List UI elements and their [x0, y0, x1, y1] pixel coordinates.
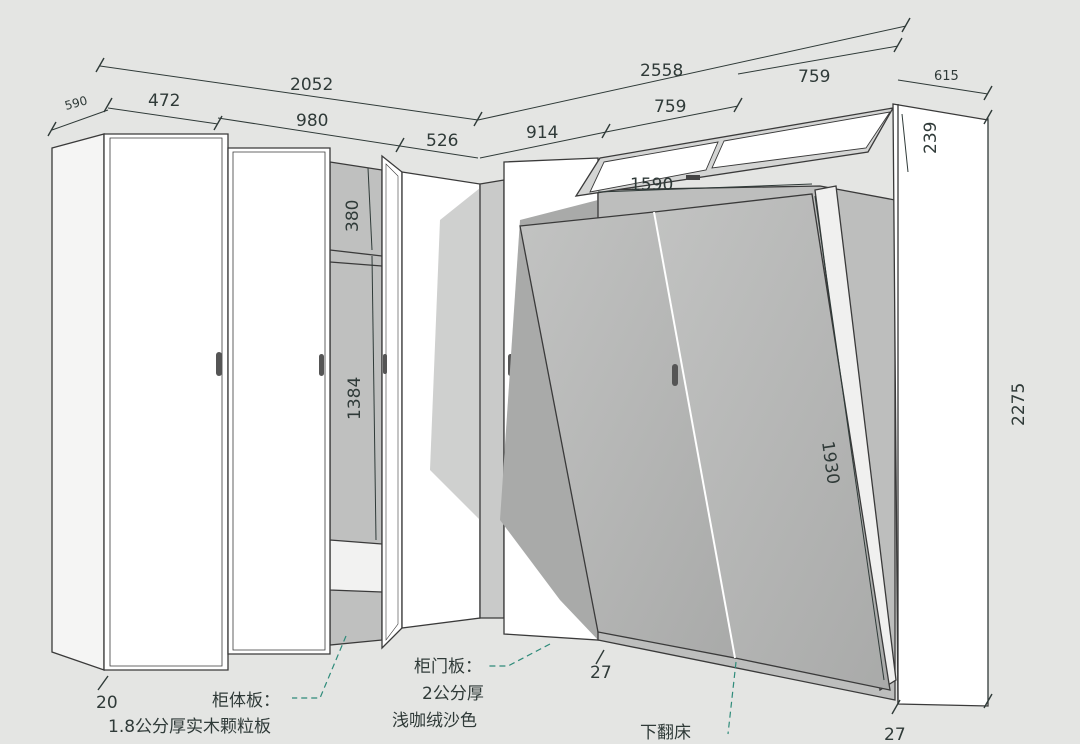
dim-shelf-380: 380: [343, 200, 363, 232]
dim-top-box: 239: [921, 122, 941, 154]
top-flip-box-left: [589, 141, 719, 193]
dim-right-left: 914: [526, 123, 558, 143]
door-title: 柜门板：: [414, 657, 482, 677]
dim-panel-20: 20: [96, 693, 118, 713]
folding-bed-label: 下翻床: [640, 723, 691, 740]
left-cabinet-side: [51, 133, 105, 671]
dim-left-total: 2052: [290, 75, 333, 95]
left-door-2-inner: [232, 151, 326, 651]
dim-bottom-27: 27: [884, 725, 906, 740]
corner-shadow: [430, 188, 480, 520]
dim-upper-759-a: 759: [654, 97, 686, 117]
right-cabinet-left-panel: [479, 179, 505, 619]
door-handle: [216, 352, 222, 376]
left-drawer: [329, 539, 383, 593]
dim-panel-27: 27: [590, 663, 612, 683]
annotation-leaders: [292, 635, 737, 735]
dim-corner: 526: [426, 131, 458, 151]
dim-upper-759-b: 759: [798, 67, 830, 87]
flip-handle: [686, 175, 700, 180]
cabinet-body-spec: 1.8公分厚实木颗粒板: [108, 717, 271, 737]
left-cabinet: [51, 133, 481, 671]
right-cabinet-end-panel: [892, 103, 989, 707]
left-door-1-inner: [109, 137, 223, 667]
shelf-line: [329, 249, 383, 257]
right-cabinet: [479, 103, 989, 707]
dim-right-depth: 615: [934, 69, 959, 84]
bed-handle: [672, 364, 678, 386]
dim-left-depth: 590: [63, 93, 89, 112]
door-handle: [319, 354, 324, 376]
dim-height-total: 2275: [1009, 383, 1029, 426]
shelf-line: [329, 261, 383, 267]
door-thickness: 2公分厚: [422, 684, 484, 704]
dimension-lines: [47, 17, 993, 715]
dim-bed-width: 1590: [630, 175, 673, 195]
dim-right-total: 2558: [640, 61, 683, 81]
bed-seam: [653, 211, 736, 659]
cabinet-body-title: 柜体板：: [212, 691, 280, 711]
top-flip-box-right: [711, 111, 891, 169]
dim-left-door: 472: [148, 91, 180, 111]
door-color: 浅咖绒沙色: [392, 711, 477, 731]
open-door-left-inner: [385, 163, 399, 641]
door-handle: [383, 354, 387, 374]
dim-hang-1384: 1384: [345, 377, 365, 420]
dim-left-middle: 980: [296, 111, 328, 131]
